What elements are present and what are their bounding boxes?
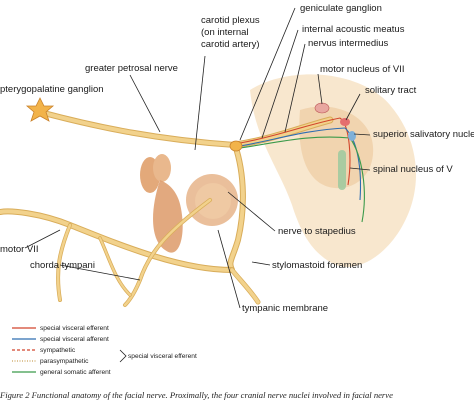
- label-carotid-plexus-line3: carotid artery): [201, 39, 260, 50]
- legend-label-1: special visceral afferent: [40, 336, 109, 343]
- anatomy-labels: geniculate ganglion carotid plexus (on i…: [0, 3, 474, 314]
- label-superior-salivatory-nucleus: superior salivatory nucleus: [373, 129, 474, 140]
- legend-label-0: special visceral efferent: [40, 325, 109, 332]
- label-chorda-tympani: chorda tympani: [30, 260, 95, 271]
- fibre-tracts: [239, 117, 365, 223]
- fibre-legend: special visceral efferent special viscer…: [12, 325, 197, 376]
- label-spinal-nucleus-v: spinal nucleus of V: [373, 164, 453, 175]
- label-motor-nucleus-vii: motor nucleus of VII: [320, 64, 404, 75]
- leader-lines: [24, 7, 371, 309]
- legend-group-label: special visceral efferent: [128, 353, 197, 360]
- label-carotid-plexus-line2: (on internal: [201, 27, 249, 38]
- legend-label-2: sympathetic: [40, 347, 76, 354]
- geniculate-ganglion-body: [229, 140, 243, 152]
- label-motor-vii: motor VII: [0, 244, 39, 255]
- label-geniculate-ganglion: geniculate ganglion: [300, 3, 382, 14]
- legend-label-3: parasympathetic: [40, 358, 89, 365]
- brainstem-nuclei: [314, 102, 356, 190]
- label-stylomastoid-foramen: stylomastoid foramen: [272, 260, 362, 271]
- label-carotid-plexus: carotid plexus: [201, 15, 260, 26]
- figure-caption: Figure 2 Functional anatomy of the facia…: [0, 390, 393, 400]
- pterygopalatine-ganglion-icon: [25, 97, 55, 122]
- middle-ear-structures: [140, 154, 238, 253]
- label-internal-acoustic-meatus: internal acoustic meatus: [302, 24, 405, 35]
- legend-label-4: general somatic afferent: [40, 369, 111, 376]
- label-solitary-tract: solitary tract: [365, 85, 417, 96]
- label-pterygopalatine-ganglion: pterygopalatine ganglion: [0, 84, 104, 95]
- label-tympanic-membrane: tympanic membrane: [242, 303, 328, 314]
- label-greater-petrosal-nerve: greater petrosal nerve: [85, 63, 178, 74]
- label-nerve-to-stapedius: nerve to stapedius: [278, 226, 356, 237]
- legend-group-brace: [119, 349, 127, 363]
- label-nervus-intermedius: nervus intermedius: [308, 38, 389, 49]
